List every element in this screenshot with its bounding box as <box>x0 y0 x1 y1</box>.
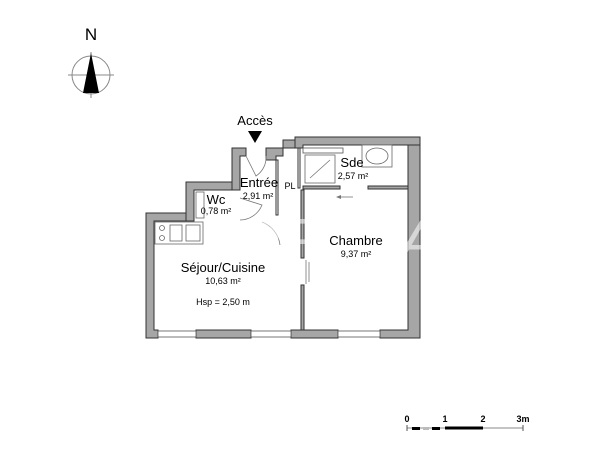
ceiling-height: Hsp = 2,50 m <box>196 297 250 307</box>
svg-text:1: 1 <box>442 414 447 424</box>
walls <box>145 136 421 339</box>
room-label-entree: Entrée 2,91 m² <box>240 175 278 201</box>
svg-text:Chambre: Chambre <box>329 233 382 248</box>
svg-text:3m: 3m <box>516 414 529 424</box>
access-label: Accès <box>237 113 273 128</box>
windows <box>157 147 381 338</box>
toilet-icon <box>195 191 205 219</box>
watermark: ORPI A <box>232 207 440 276</box>
svg-text:10,63 m²: 10,63 m² <box>205 276 241 286</box>
svg-text:Sde: Sde <box>340 155 363 170</box>
svg-text:0: 0 <box>404 414 409 424</box>
svg-text:0,78 m²: 0,78 m² <box>201 206 232 216</box>
svg-text:PL: PL <box>284 181 295 191</box>
fixtures <box>154 144 393 245</box>
compass-label: N <box>85 25 97 44</box>
scale-bar: 0 1 2 3m <box>404 414 530 431</box>
room-label-pl: PL <box>284 181 295 191</box>
room-label-wc: Wc 0,78 m² <box>201 192 232 216</box>
north-compass-icon: N <box>68 25 114 98</box>
svg-text:Séjour/Cuisine: Séjour/Cuisine <box>181 260 266 275</box>
svg-text:Entrée: Entrée <box>240 175 278 190</box>
doors <box>239 155 353 284</box>
room-label-sde: Sde 2,57 m² <box>338 155 369 181</box>
room-label-sejour: Séjour/Cuisine 10,63 m² Hsp = 2,50 m <box>181 260 266 307</box>
svg-text:Wc: Wc <box>207 192 226 207</box>
room-label-chambre: Chambre 9,37 m² <box>329 233 382 259</box>
svg-text:2: 2 <box>480 414 485 424</box>
svg-text:2,57 m²: 2,57 m² <box>338 171 369 181</box>
access-arrow-icon <box>248 131 262 143</box>
svg-text:9,37 m²: 9,37 m² <box>341 249 372 259</box>
svg-text:2,91 m²: 2,91 m² <box>243 191 274 201</box>
